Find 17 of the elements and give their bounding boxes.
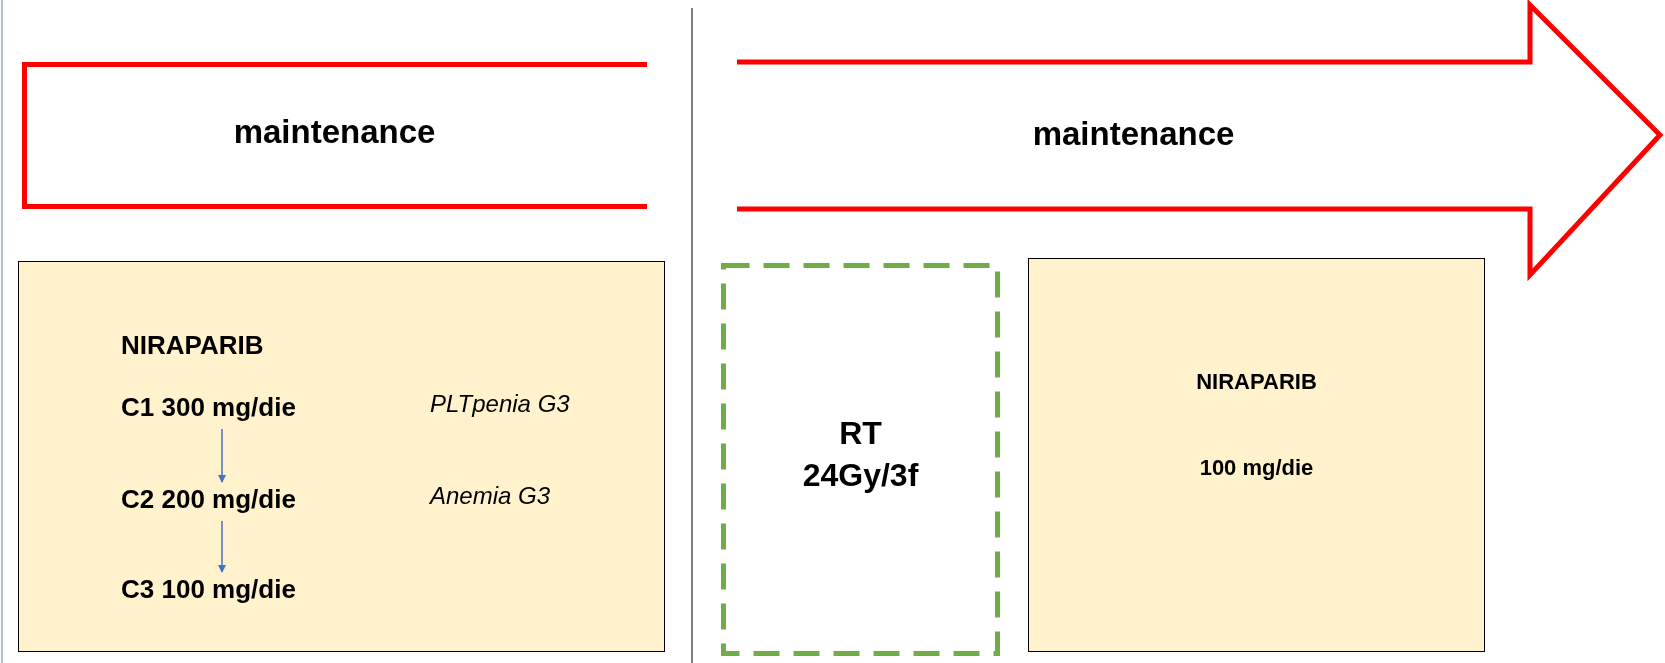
dose-box [18, 261, 665, 652]
side-effect-note: Anemia G3 [430, 482, 551, 510]
dose-box [1028, 258, 1485, 652]
dose-step-text: C1 300 mg/die [121, 392, 296, 422]
dose-step-text: C3 100 mg/die [121, 574, 296, 604]
phase-label: maintenance [1031, 115, 1236, 153]
dose-text: 100 mg/die [1198, 455, 1315, 481]
arrow [218, 520, 226, 573]
dashed-box [721, 263, 1000, 656]
phase-label: maintenance [232, 113, 437, 151]
side-effect-note: PLTpenia G3 [430, 390, 570, 418]
drug-name: NIRAPARIB [1195, 369, 1318, 395]
arrow [218, 428, 226, 483]
open-band [22, 62, 647, 209]
dose-step-text: C2 200 mg/die [121, 484, 296, 514]
treatment-label: RT 24Gy/3f [801, 414, 920, 495]
drug-name: NIRAPARIB [121, 330, 264, 361]
